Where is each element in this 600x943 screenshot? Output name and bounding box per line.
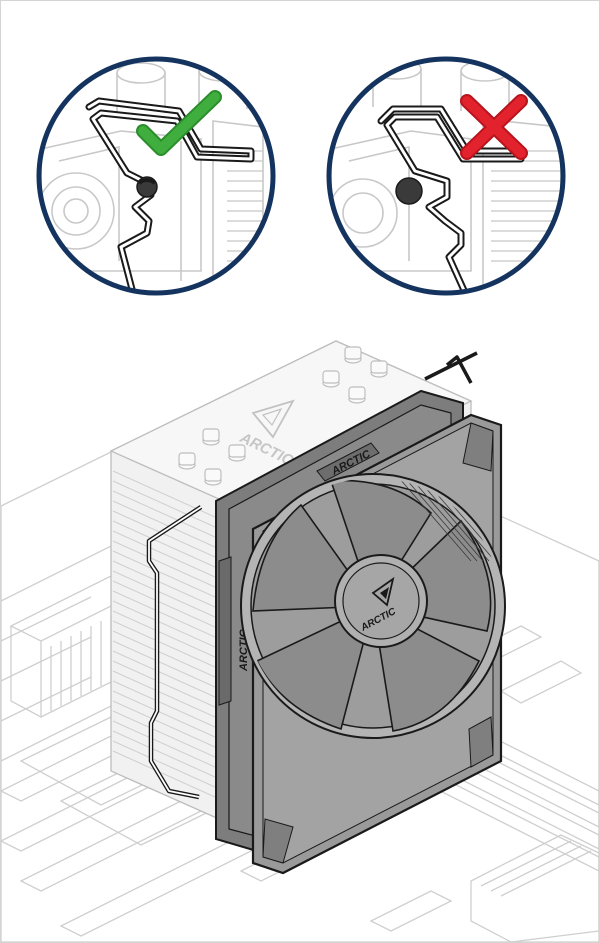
detail-wrong-border: [326, 56, 566, 296]
retention-clip-right: [424, 351, 478, 384]
detail-wrong-scene: [329, 59, 562, 292]
front-fan: ARCTIC ARCTIC: [240, 413, 506, 875]
detail-correct-border: [36, 56, 276, 296]
retention-clip-correct: [85, 97, 255, 293]
heatpipe-caps: [178, 346, 388, 486]
check-mark-icon: [136, 90, 222, 156]
cross-mark-icon: [460, 94, 528, 160]
detail-correct: [36, 56, 276, 296]
retention-clip-left: [146, 505, 203, 800]
detail-correct-scene: [39, 60, 264, 292]
detail-wrong: [326, 56, 566, 296]
power-connector: [470, 834, 599, 942]
fan-hub-logo-icon: [371, 576, 395, 607]
